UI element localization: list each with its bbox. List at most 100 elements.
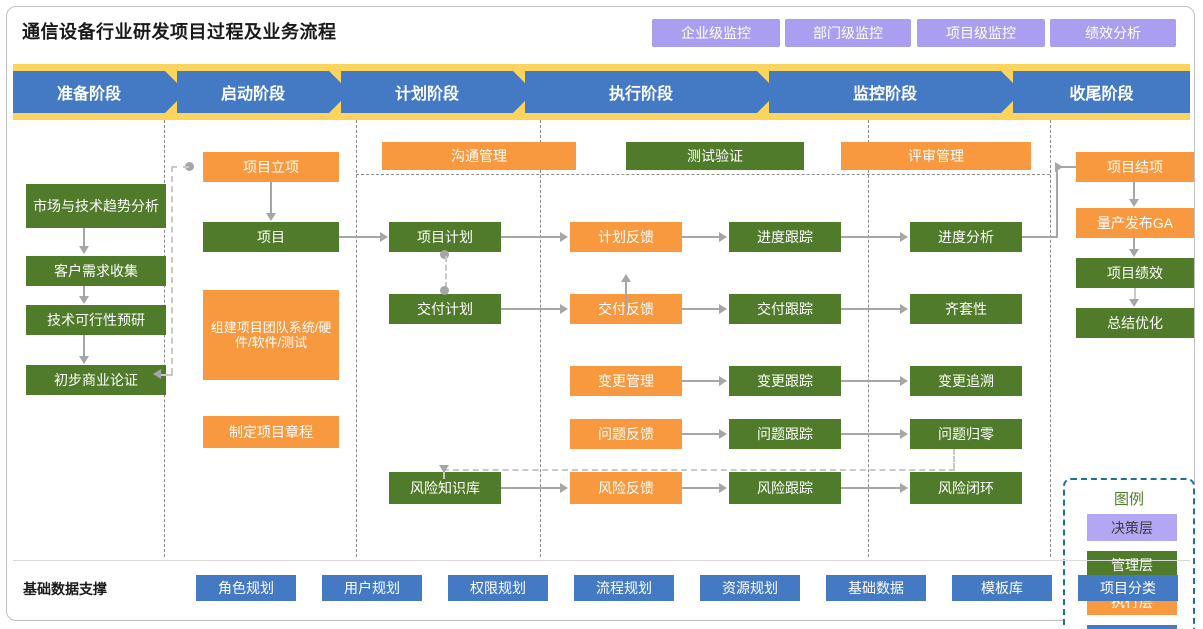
phase-chevron-3[interactable]: 计划阶段 [341,71,534,113]
arrow-progresstrack-to-progressanalysis [900,232,908,242]
node-customer_demand[interactable]: 客户需求收集 [26,256,166,286]
footer-chip-4[interactable]: 权限规划 [448,575,548,601]
swimlane-separator [356,174,1050,175]
page-title: 通信设备行业研发项目过程及业务流程 [22,22,337,42]
phase-chevron-1[interactable]: 准备阶段 [13,71,186,113]
node-project_perf[interactable]: 项目绩效 [1076,258,1194,288]
node-issue_track[interactable]: 问题跟踪 [729,419,841,449]
connector-projectclose-to-release [1133,182,1135,200]
connector-deliverytrack-to-completeness [841,308,901,310]
dot-delivery-top [440,286,449,295]
monitor-pill-1[interactable]: 企业级监控 [652,19,780,47]
connector-deliveryfeedback-to-deliverytrack [682,308,720,310]
node-plan_feedback[interactable]: 计划反馈 [570,222,682,252]
node-summary_opt[interactable]: 总结优化 [1076,308,1194,338]
node-risk_kb[interactable]: 风险知识库 [389,472,501,504]
dashed-down-to-riskkb [443,469,445,479]
node-mass_release[interactable]: 量产发布GA [1076,208,1194,238]
phase-label: 监控阶段 [852,86,917,103]
node-delivery_plan[interactable]: 交付计划 [389,294,501,324]
dashed-issueclosure-to-riskkb [443,469,955,471]
arrow-issuetrack-to-issueclosure [900,429,908,439]
footer-chip-7[interactable]: 基础数据 [826,575,926,601]
phase-label: 计划阶段 [394,86,459,103]
node-progress_track[interactable]: 进度跟踪 [729,222,841,252]
footer-chip-1[interactable]: 角色规划 [196,575,296,601]
footer-chip-9[interactable]: 项目分类 [1078,575,1178,601]
connector-market-to-customer [83,228,85,248]
arrow-plan-to-planfeedback [560,232,568,242]
phase-label: 启动阶段 [220,86,285,103]
node-project[interactable]: 项目 [203,222,339,252]
arrow-deliverytrack-to-completeness [900,304,908,314]
connector-setup-to-project [270,182,272,214]
node-project_charter[interactable]: 制定项目章程 [203,416,339,448]
phase-chevron-5[interactable]: 监控阶段 [769,71,1022,113]
connector-issuetrack-to-issueclosure [841,433,901,435]
arrow-riskkb-to-riskfeedback [560,483,568,493]
connector-changetrack-to-changetrace [841,380,901,382]
arrow-perf-to-summary [1129,299,1139,307]
node-tech_feasibility[interactable]: 技术可行性预研 [26,305,166,335]
arrow-planfeedback-to-progresstrack [719,232,727,242]
arrow-riskfeedback-to-risktrack [719,483,727,493]
phase-chevron-2[interactable]: 启动阶段 [177,71,350,113]
dashed-loop-to-business-case [161,374,173,376]
legend-title: 图例 [1113,491,1144,508]
phase-label: 准备阶段 [56,86,121,103]
node-project_close[interactable]: 项目结项 [1076,152,1194,182]
footer-chip-5[interactable]: 流程规划 [574,575,674,601]
footer-chip-6[interactable]: 资源规划 [700,575,800,601]
monitor-pill-3[interactable]: 项目级监控 [917,19,1045,47]
arrow-customer-to-feasibility [79,296,89,304]
node-issue_closure[interactable]: 问题归零 [910,419,1022,449]
node-business_case[interactable]: 初步商业论证 [26,365,166,395]
node-completeness[interactable]: 齐套性 [910,294,1022,324]
dashed-issueclosure-down [953,449,955,469]
phase-chevron-6[interactable]: 收尾阶段 [1013,71,1190,113]
column-divider-5 [1050,120,1051,557]
arrow-market-to-customer [79,246,89,254]
arrow-deliveryfeedback-to-deliverytrack [719,304,727,314]
node-build_team[interactable]: 组建项目团队系统/硬件/软件/测试 [203,290,339,380]
connector-deliveryfeedback-to-planfeedback [625,282,627,314]
connector-release-to-perf [1133,238,1135,250]
node-change_track[interactable]: 变更跟踪 [729,366,841,396]
footer-chip-8[interactable]: 模板库 [952,575,1052,601]
loop-dot-project-setup [185,162,194,171]
connector-progresstrack-to-progressanalysis [841,236,901,238]
monitor-pill-4[interactable]: 绩效分析 [1050,19,1176,47]
swimlane-header-1[interactable]: 沟通管理 [382,142,576,170]
node-change_mgmt[interactable]: 变更管理 [570,366,682,396]
node-risk_feedback[interactable]: 风险反馈 [570,472,682,504]
node-delivery_track[interactable]: 交付跟踪 [729,294,841,324]
node-market_tech_trend[interactable]: 市场与技术趋势分析 [26,184,166,228]
arrow-deliveryplan-to-deliveryfeedback [560,304,568,314]
connector-deliveryplan-to-deliveryfeedback [501,308,561,310]
node-project_setup[interactable]: 项目立项 [203,152,339,182]
arrow-risktrack-to-riskclosedloop [900,483,908,493]
legend-item-blue: 支撑层 [1087,625,1177,629]
node-project_plan[interactable]: 项目计划 [389,222,501,252]
arrow-changetrack-to-changetrace [900,376,908,386]
arrow-to-projectclose [1055,162,1063,172]
footer-chip-3[interactable]: 用户规划 [322,575,422,601]
node-change_trace[interactable]: 变更追溯 [910,366,1022,396]
phase-chevron-4[interactable]: 执行阶段 [525,71,778,113]
monitor-pill-2[interactable]: 部门级监控 [785,19,911,47]
dashed-loop-vertical [171,166,173,374]
arrow-project-to-plan [380,232,388,242]
connector-issuefeedback-to-issuetrack [682,433,720,435]
dashed-plan-to-delivery [445,256,447,288]
node-risk_track[interactable]: 风险跟踪 [729,472,841,504]
node-progress_analysis[interactable]: 进度分析 [910,222,1022,252]
node-issue_feedback[interactable]: 问题反馈 [570,419,682,449]
swimlane-header-2[interactable]: 测试验证 [626,142,804,170]
node-risk_closed_loop[interactable]: 风险闭环 [910,472,1022,504]
arrow-changemgmt-to-changetrack [719,376,727,386]
arrow-loop-to-business-case [153,369,161,379]
connector-progressanalysis-up [1056,166,1058,238]
dashed-perf-to-summary [1134,288,1136,300]
swimlane-header-3[interactable]: 评审管理 [841,142,1031,170]
